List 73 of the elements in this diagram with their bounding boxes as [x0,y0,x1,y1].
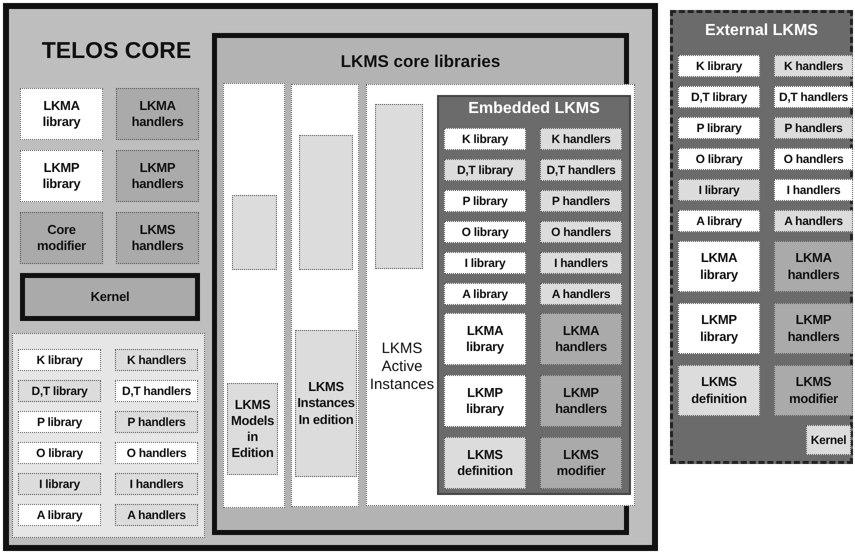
component-box: K handlers [540,128,622,150]
component-box: A library [678,210,760,232]
component-box: A library [444,283,526,305]
empty-box [232,195,277,270]
component-box: I library [678,179,760,201]
panel-empty-box [223,83,285,508]
component-box: O library [444,221,526,243]
component-box: O library [18,442,101,464]
panel-title: TELOS CORE [40,37,192,65]
component-box: P handlers [540,190,622,212]
panel-title: External LKMS [704,21,819,40]
component-box: P handlers [774,117,853,139]
container-panel [437,95,631,495]
component-box: A handlers [774,210,853,232]
component-box: LKMS definition [444,437,526,489]
component-box: LKMA handlers [774,241,853,292]
component-box: P library [18,411,101,433]
panel-empty-box [291,84,359,507]
component-box: K library [18,349,101,371]
component-box: D,T library [444,159,526,181]
component-box: D,T library [18,380,101,402]
component-box: LKMS Models in Edition [227,383,278,475]
panel-title: LKMS core libraries [340,52,502,72]
component-box: I handlers [540,252,622,274]
component-box: LKMP library [678,303,760,354]
component-box: LKMS definition [678,365,760,416]
component-box: I library [444,252,526,274]
container-panel [3,3,658,551]
component-box: LKMP handlers [774,303,853,354]
component-box: P library [444,190,526,212]
component-box: I handlers [774,179,853,201]
component-box: O library [678,148,760,170]
component-box: K handlers [115,349,198,371]
component-box: A library [18,504,101,526]
empty-box [375,104,423,269]
container-panel [670,10,853,464]
component-box: LKMA handlers [116,88,199,140]
component-box: K library [444,128,526,150]
component-box: O handlers [774,148,853,170]
component-box: LKMS Instances In edition [295,330,357,477]
component-box: LKMS modifier [540,437,622,489]
component-box: D,T handlers [540,159,622,181]
component-box: D,T library [678,86,760,108]
component-box: P handlers [115,411,198,433]
component-box: I library [18,473,101,495]
component-box: LKMP handlers [116,150,199,202]
component-box: O handlers [540,221,622,243]
component-box: LKMS handlers [116,212,199,264]
component-box: LKMP library [444,375,526,427]
panel-empty-box [12,333,205,538]
empty-box [299,135,353,270]
component-box: LKMA library [678,241,760,292]
component-box: A handlers [540,283,622,305]
panel-title: LKMS Active Instances [369,340,435,394]
component-box: K library [678,55,760,77]
component-box: K handlers [774,55,853,77]
component-box: LKMA library [444,313,526,365]
component-box: LKMA handlers [540,313,622,365]
component-box: LKMP handlers [540,375,622,427]
component-box: Kernel [806,425,851,455]
component-box: LKMP library [20,150,103,202]
component-box: D,T handlers [115,380,198,402]
component-box: O handlers [115,442,198,464]
component-box: I handlers [115,473,198,495]
component-box: Kernel [20,273,200,321]
component-box: A handlers [115,504,198,526]
panel-title: Embedded LKMS [467,99,601,118]
component-box: LKMS modifier [774,365,853,416]
component-box: P library [678,117,760,139]
container-panel [366,84,635,506]
component-box: Core modifier [20,212,103,264]
component-box: D,T handlers [774,86,853,108]
component-box: LKMA library [20,88,103,140]
